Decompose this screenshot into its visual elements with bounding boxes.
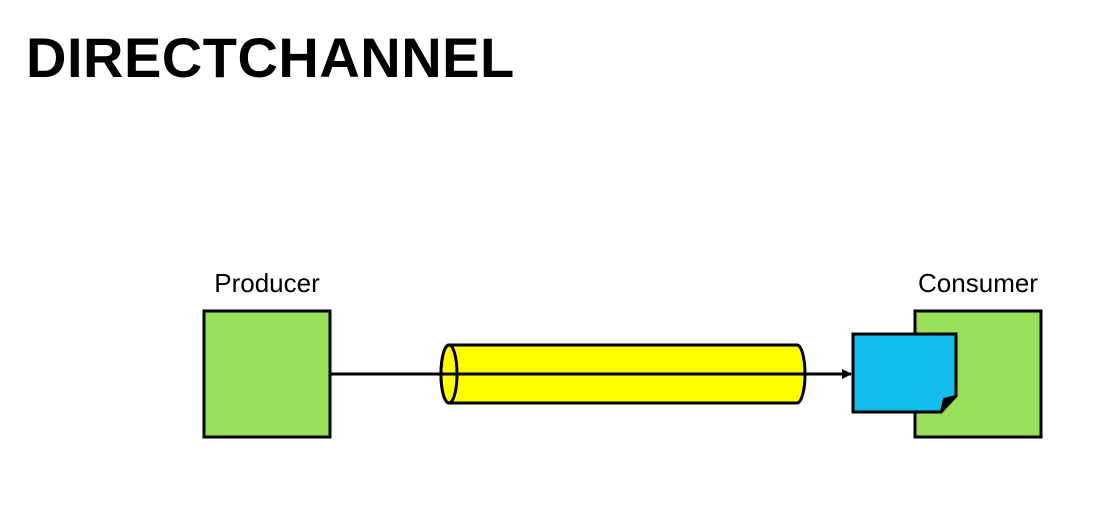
message-document-icon: [851, 332, 958, 414]
consumer-label: Consumer: [918, 268, 1038, 298]
producer-label: Producer: [214, 268, 320, 298]
producer-box: [202, 309, 332, 439]
slide-title: DIRECTCHANNEL: [26, 26, 515, 89]
